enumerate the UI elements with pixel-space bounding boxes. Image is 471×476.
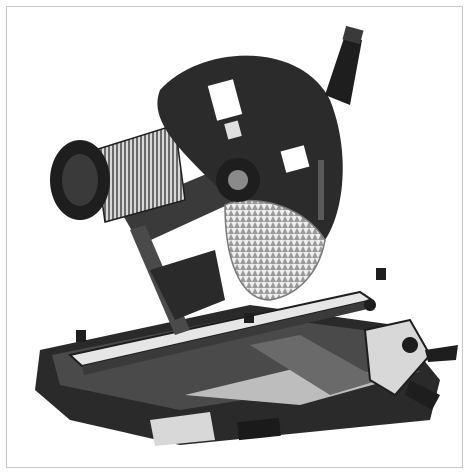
motor-housing	[50, 124, 186, 223]
knobs	[76, 268, 386, 342]
clamp-assembly	[363, 318, 458, 410]
handle	[325, 25, 364, 105]
blade-guard	[157, 55, 343, 241]
saw-blade	[216, 158, 326, 301]
turntable	[185, 335, 390, 405]
